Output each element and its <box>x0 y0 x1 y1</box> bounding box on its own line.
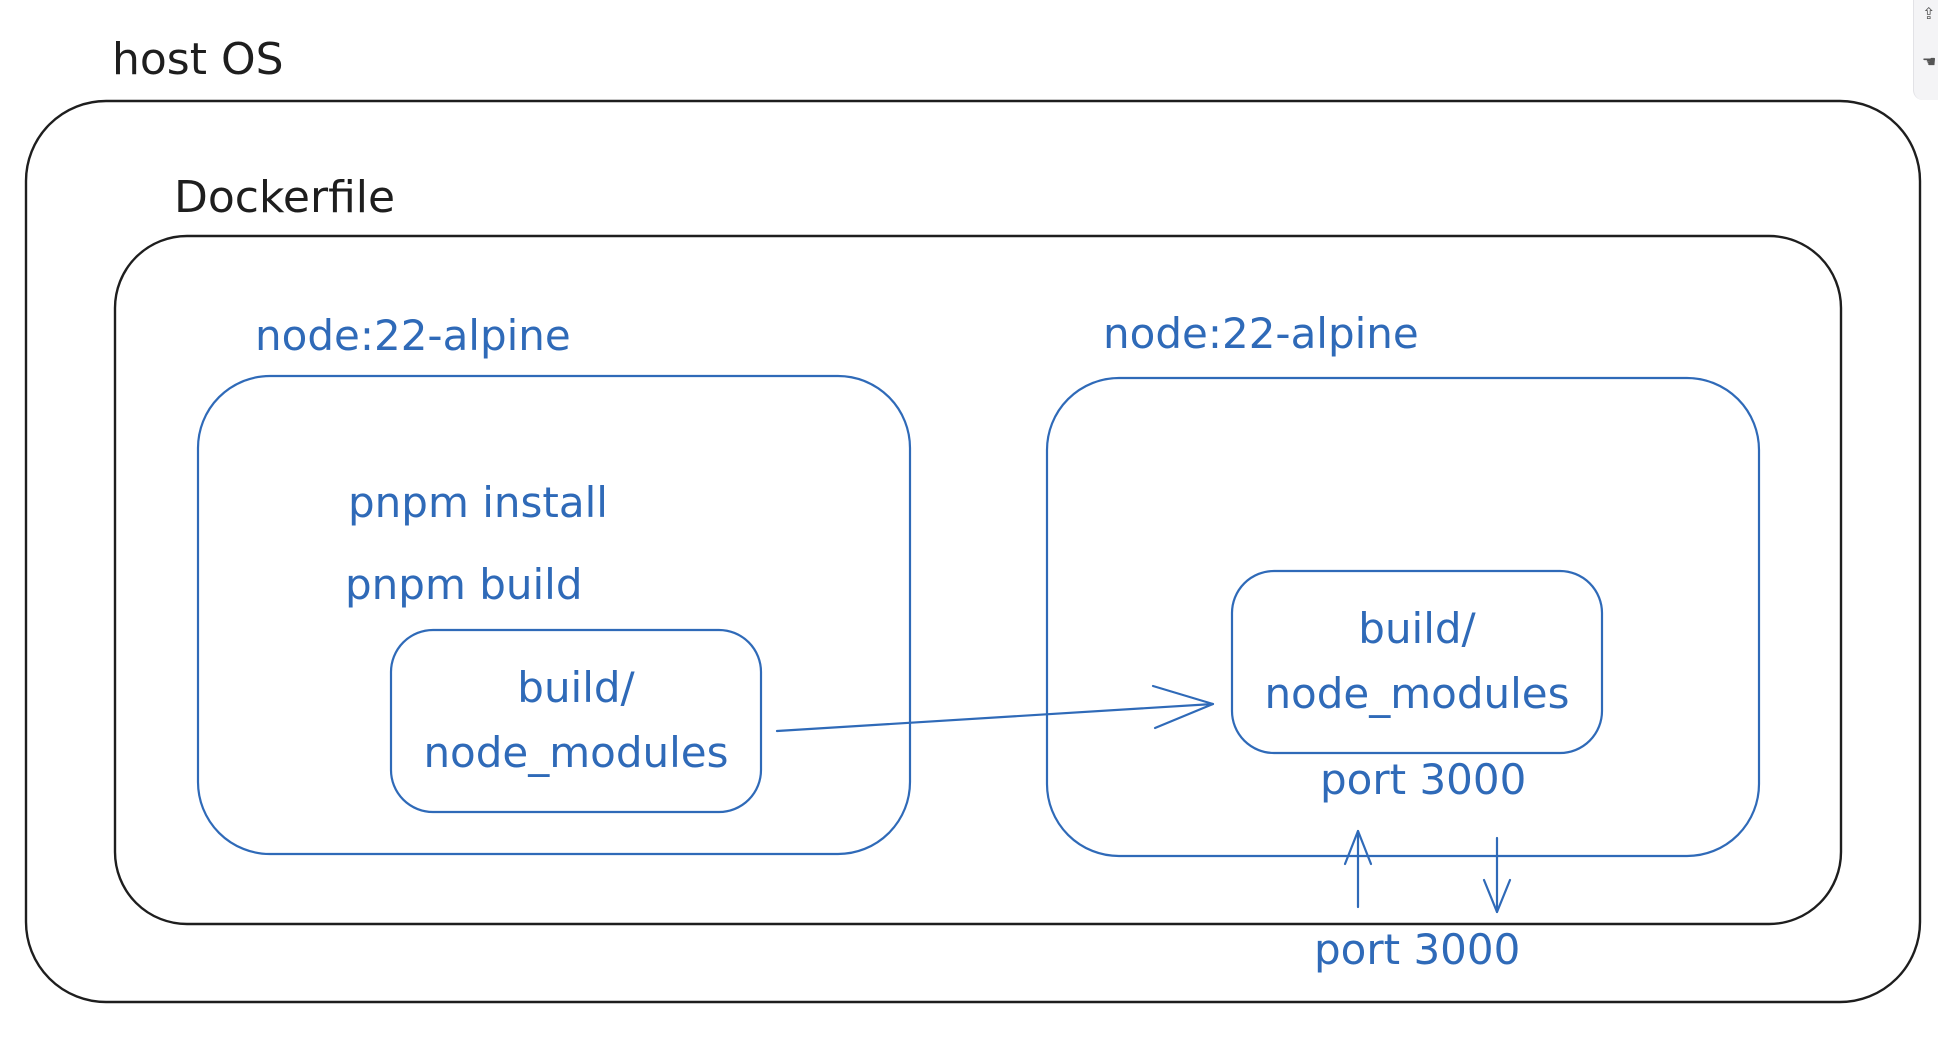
host-os-label: host OS <box>112 34 284 85</box>
left-artifact-line-1: build/ <box>517 663 635 712</box>
left-artifact-line-2: node_modules <box>423 728 728 777</box>
hand-icon[interactable]: ☚ <box>1922 52 1937 71</box>
right-artifact-line-2: node_modules <box>1264 669 1569 718</box>
right-stage-container <box>1045 376 1761 858</box>
right-artifact-box <box>1230 569 1604 755</box>
port-inbound-arrow <box>1343 829 1373 909</box>
port-outbound-arrow <box>1482 836 1512 914</box>
pnpm-build-command: pnpm build <box>345 560 582 609</box>
container-port-label: port 3000 <box>1320 755 1526 804</box>
left-stage-label: node:22-alpine <box>255 311 571 360</box>
left-stage-container <box>196 374 912 856</box>
share-icon[interactable]: ⇪ <box>1922 4 1936 23</box>
host-os-box <box>24 99 1922 1004</box>
dockerfile-box <box>113 234 1843 926</box>
host-port-label: port 3000 <box>1314 925 1520 974</box>
left-artifact-box <box>389 628 763 814</box>
dockerfile-label: Dockerfile <box>174 172 395 223</box>
pnpm-install-command: pnpm install <box>348 478 608 527</box>
copy-artifact-arrow <box>775 684 1215 733</box>
right-artifact-line-1: build/ <box>1358 604 1476 653</box>
side-toolbar: ⇪ ☚ <box>1913 0 1938 100</box>
right-stage-label: node:22-alpine <box>1103 309 1419 358</box>
